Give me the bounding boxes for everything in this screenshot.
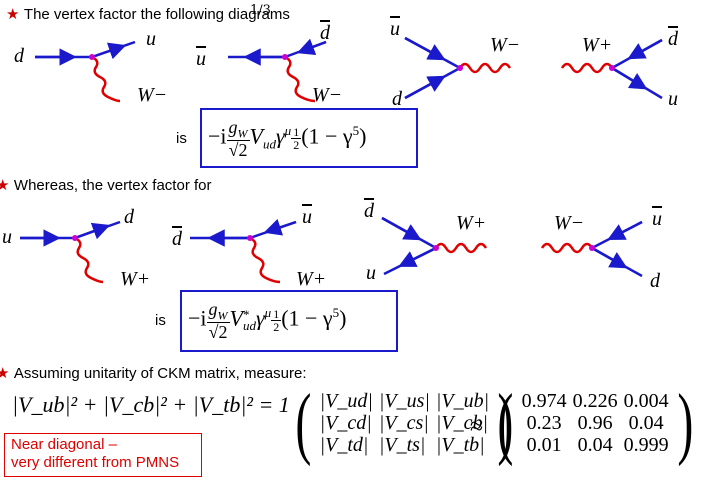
label-ubar: u: [302, 206, 312, 228]
is-label: is: [155, 312, 166, 329]
bullet-3: ★ Assuming unitarity of CKM matrix, meas…: [0, 364, 307, 383]
label-d: d: [392, 88, 402, 110]
label-dbar: d: [320, 22, 330, 44]
label-w-plus: W+: [456, 212, 487, 234]
label-u: u: [146, 28, 156, 50]
ckm-abs-cell: |V_ud|: [319, 390, 373, 412]
label-ubar: u: [652, 208, 662, 230]
ckm-value-cell: 0.23: [526, 412, 562, 434]
bullet-2-text: Whereas, the vertex factor for: [13, 177, 212, 194]
label-w-plus: W+: [296, 268, 327, 290]
approx-sign: ≈: [470, 414, 484, 440]
ckm-abs-table: |V_ud| |V_us| |V_ub| |V_cd| |V_cs| |V_cb…: [317, 390, 492, 456]
ckm-value-cell: 0.974: [521, 390, 567, 412]
label-u: u: [668, 88, 678, 110]
label-w-plus: W+: [120, 268, 151, 290]
label-w-minus: W−: [137, 84, 168, 106]
bullet-2: ★ Whereas, the vertex factor for: [0, 176, 211, 195]
star-bullet-icon: ★: [0, 177, 10, 194]
ckm-matrix-values: ( 0.974 0.226 0.004 0.23 0.96 0.04 0.01 …: [492, 379, 698, 467]
right-paren: ): [676, 379, 693, 467]
ckm-abs-cell: |V_cd|: [319, 412, 372, 434]
label-dbar: d: [668, 28, 678, 50]
ckm-value-cell: 0.96: [577, 412, 613, 434]
label-u: u: [2, 226, 12, 248]
label-w-plus: W+: [582, 34, 613, 56]
label-ubar: u: [390, 18, 400, 40]
label-w-minus: W−: [312, 84, 343, 106]
w-boson-line: [91, 55, 121, 103]
ckm-value-cell: 0.004: [623, 390, 669, 412]
label-dbar: d: [364, 200, 374, 222]
ckm-value-cell: 0.01: [526, 434, 562, 456]
overlay-fraction: 1/3: [250, 3, 271, 18]
ckm-abs-cell: |V_cb|: [435, 412, 488, 434]
left-paren: (: [497, 379, 514, 467]
is-label: is: [176, 130, 187, 147]
bullet-1: ★ The vertex factor the following diagra…: [6, 5, 290, 24]
ckm-abs-cell: |V_cs|: [378, 412, 429, 434]
label-w-minus: W−: [554, 212, 585, 234]
bullet-3-text: Assuming unitarity of CKM matrix, measur…: [13, 365, 307, 382]
ckm-abs-cell: |V_us|: [378, 390, 430, 412]
star-bullet-icon: ★: [0, 365, 10, 382]
bullet-1-text: The vertex factor the following diagrams: [23, 6, 290, 23]
ckm-abs-cell: |V_ts|: [378, 434, 426, 456]
label-d: d: [650, 270, 660, 292]
note-line-2: very different from PMNS: [11, 454, 180, 471]
label-ubar: u: [196, 48, 206, 70]
label-w-minus: W−: [490, 34, 521, 56]
ckm-abs-cell: |V_tb|: [435, 434, 485, 456]
ckm-abs-cell: |V_td|: [319, 434, 369, 456]
note-box: Near diagonal – very different from PMNS: [4, 433, 202, 477]
unitarity-equation: |V_ub|² + |V_cb|² + |V_tb|² = 1: [12, 392, 290, 417]
label-u: u: [366, 262, 376, 284]
ckm-matrix-abs: ( |V_ud| |V_us| |V_ub| |V_cd| |V_cs| |V_…: [290, 379, 519, 467]
ckm-value-cell: 0.04: [577, 434, 613, 456]
ckm-value-cell: 0.04: [628, 412, 664, 434]
ckm-values-table: 0.974 0.226 0.004 0.23 0.96 0.04 0.01 0.…: [519, 390, 672, 456]
label-d: d: [14, 45, 24, 67]
ckm-value-cell: 0.226: [572, 390, 618, 412]
vertex-dot: [89, 54, 95, 60]
label-d: d: [124, 206, 134, 228]
note-line-1: Near diagonal –: [11, 436, 117, 453]
star-bullet-icon: ★: [6, 6, 20, 23]
ckm-value-cell: 0.999: [623, 434, 669, 456]
ckm-abs-cell: |V_ub|: [435, 390, 490, 412]
left-paren: (: [295, 379, 312, 467]
right-paren: ): [497, 379, 514, 467]
label-dbar: d: [172, 228, 182, 250]
